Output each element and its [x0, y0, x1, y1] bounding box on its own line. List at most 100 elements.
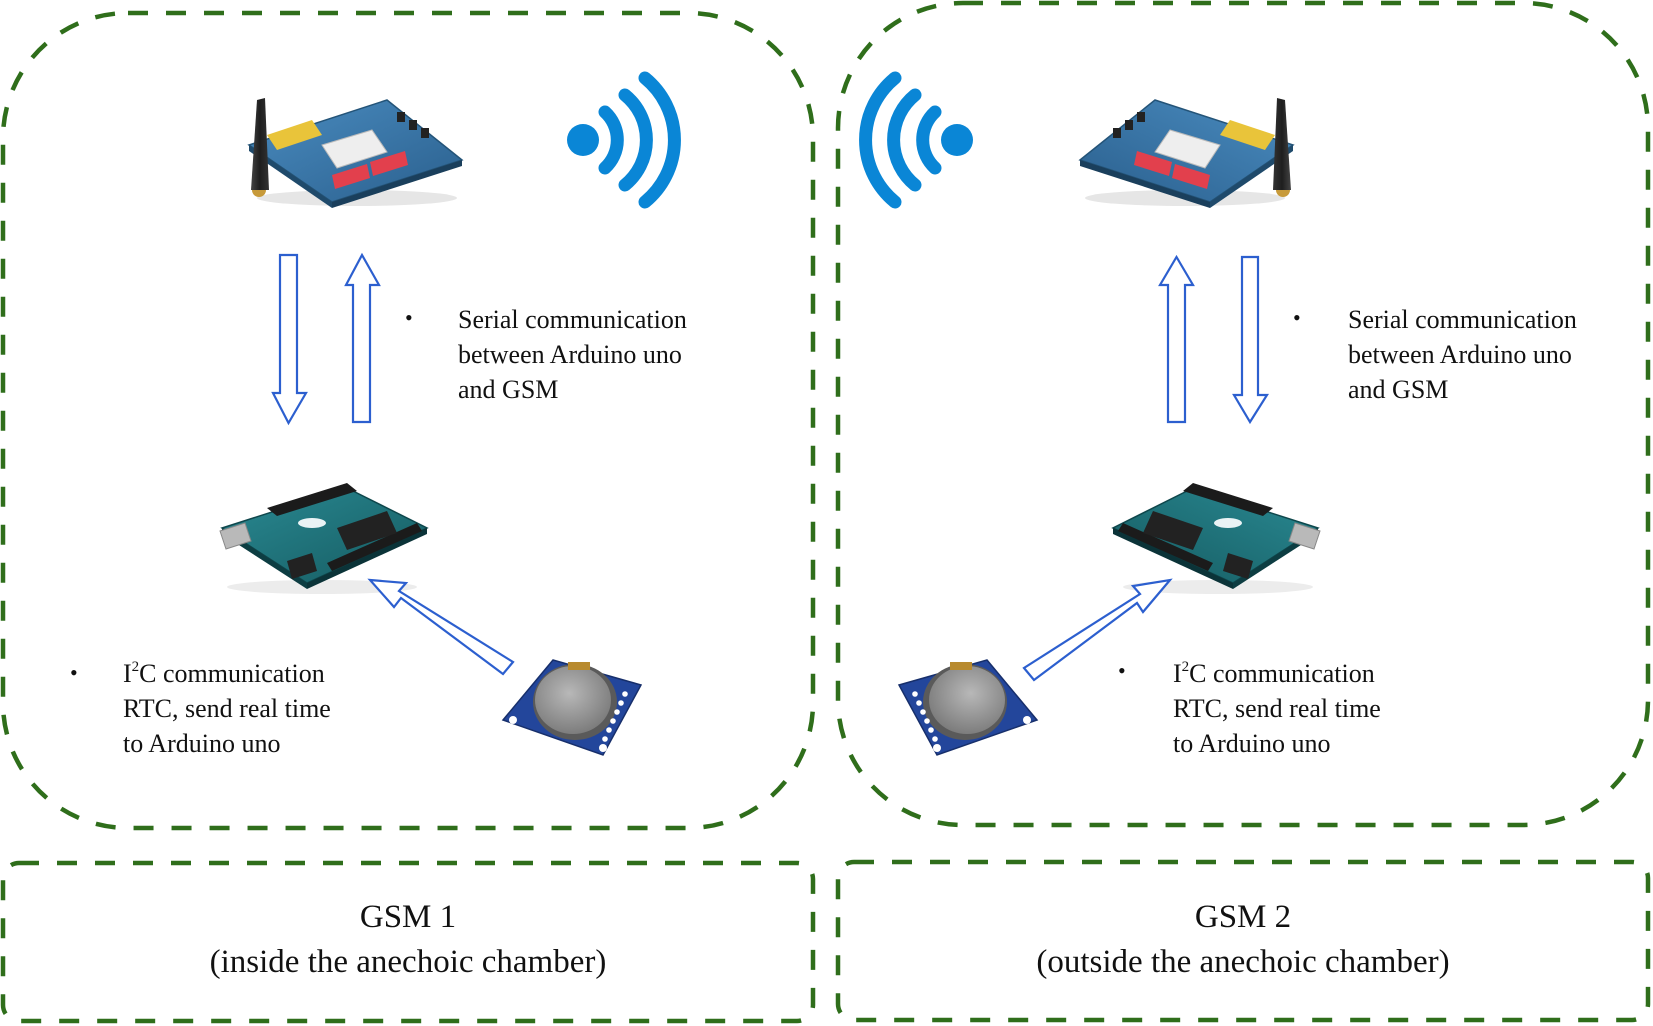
gsm-antenna — [251, 98, 269, 190]
uno-header-power — [1118, 523, 1213, 571]
left-caption: GSM 1 (inside the anechoic chamber) — [3, 895, 813, 985]
gsm-jack — [409, 120, 417, 130]
right-arrow-rtc-to-arduino — [1022, 578, 1173, 682]
uno-pcb-edge — [1113, 528, 1233, 589]
rtc-battery — [535, 666, 611, 734]
left-serial-note: Serial communication between Arduino uno… — [458, 302, 687, 407]
gsm-jack — [397, 112, 405, 122]
right-serial-line-2: between Arduino uno — [1348, 340, 1572, 369]
rtc-pin-hole — [622, 691, 628, 697]
i2c-superscript: 2 — [1181, 659, 1190, 675]
i2c-rest: C communication — [1189, 659, 1375, 688]
left-i2c-note: I2C communication RTC, send real time to… — [123, 656, 331, 761]
left-wireless-signal-icon — [567, 71, 681, 209]
uno-logo — [1214, 518, 1242, 528]
gsm-chip — [1154, 129, 1221, 169]
left-arrow-rtc-to-arduino — [367, 578, 515, 676]
right-caption: GSM 2 (outside the anechoic chamber) — [838, 895, 1648, 985]
gsm-header — [1172, 164, 1210, 189]
uno-usb-port — [1288, 522, 1321, 550]
gsm-jack — [1125, 120, 1133, 130]
right-i2c-bullet: • — [1118, 658, 1126, 683]
right-caption-subtitle: (outside the anechoic chamber) — [1036, 944, 1450, 980]
rtc-contact — [568, 662, 590, 670]
left-i2c-line-1: I2C communication — [123, 656, 331, 691]
right-gsm-module — [1078, 98, 1295, 208]
rtc-pin-hole — [928, 727, 934, 733]
right-serial-line-1: Serial communication — [1348, 305, 1577, 334]
right-arduino-uno — [1111, 483, 1321, 594]
left-arduino-uno — [219, 483, 429, 594]
gsm-jack — [1137, 112, 1145, 122]
gsm-sim-holder — [1220, 120, 1275, 150]
left-panel-frame — [0, 10, 816, 831]
uno-mcu-chip — [1143, 511, 1203, 550]
uno-logo — [298, 518, 326, 528]
right-serial-line-3: and GSM — [1348, 375, 1449, 404]
left-serial-line-1: Serial communication — [458, 305, 687, 334]
rtc-pin-hole — [614, 709, 620, 715]
gsm-header — [370, 151, 408, 176]
gsm-jack — [421, 128, 429, 138]
right-rtc-module — [897, 659, 1039, 756]
left-gsm-module — [247, 98, 464, 208]
uno-mcu-chip — [337, 511, 397, 550]
uno-power-jack — [287, 553, 317, 579]
rtc-battery — [929, 666, 1005, 734]
i2c-rest: C communication — [139, 659, 325, 688]
gsm-pcb-edge — [332, 160, 462, 208]
left-serial-line-3: and GSM — [458, 375, 559, 404]
left-caption-frame — [0, 860, 816, 1024]
left-arrow-gsm-to-arduino — [271, 253, 308, 426]
left-i2c-line-3: to Arduino uno — [123, 729, 281, 758]
rtc-pin-hole — [932, 736, 938, 742]
rtc-mount-hole — [509, 716, 517, 724]
right-i2c-line-3: to Arduino uno — [1173, 729, 1331, 758]
uno-pcb-edge — [307, 528, 427, 589]
right-arrow-arduino-to-gsm — [1158, 254, 1195, 424]
left-serial-bullet: • — [405, 305, 413, 330]
uno-usb-port — [219, 522, 252, 550]
left-i2c-line-2: RTC, send real time — [123, 694, 331, 723]
rtc-pin-hole — [602, 736, 608, 742]
uno-shadow — [227, 580, 417, 594]
right-serial-note: Serial communication between Arduino uno… — [1348, 302, 1577, 407]
gsm-antenna — [1273, 98, 1291, 190]
gsm-pcb-edge — [1080, 160, 1210, 208]
left-rtc-module — [501, 659, 643, 756]
gsm-chip — [321, 129, 388, 169]
gsm-header — [1134, 151, 1172, 176]
uno-shadow — [1123, 580, 1313, 594]
i2c-prefix: I — [123, 659, 132, 688]
left-serial-line-2: between Arduino uno — [458, 340, 682, 369]
rtc-mount-hole — [933, 744, 941, 752]
left-arrow-arduino-to-gsm — [344, 252, 381, 424]
rtc-mount-hole — [1023, 716, 1031, 724]
left-caption-subtitle: (inside the anechoic chamber) — [209, 944, 607, 980]
gsm-sim-holder — [267, 120, 322, 150]
gsm-header — [332, 164, 370, 189]
rtc-pin-hole — [610, 718, 616, 724]
gsm-pcb-edge — [249, 145, 332, 208]
rtc-contact — [950, 662, 972, 670]
uno-header-digital — [267, 483, 357, 516]
right-panel-frame — [835, 0, 1651, 828]
uno-header-digital — [1183, 483, 1273, 516]
rtc-mount-hole — [599, 744, 607, 752]
right-i2c-note: I2C communication RTC, send real time to… — [1173, 656, 1381, 761]
i2c-prefix: I — [1173, 659, 1182, 688]
right-caption-title: GSM 2 — [1194, 899, 1292, 935]
right-arrow-gsm-to-arduino — [1232, 255, 1269, 425]
right-caption-frame — [835, 859, 1651, 1023]
rtc-pin-hole — [912, 691, 918, 697]
right-i2c-line-2: RTC, send real time — [1173, 694, 1381, 723]
left-caption-title: GSM 1 — [359, 899, 457, 935]
gsm-pcb-edge — [1210, 145, 1293, 208]
gsm-jack — [1113, 128, 1121, 138]
rtc-pin-hole — [924, 718, 930, 724]
right-i2c-line-1: I2C communication — [1173, 656, 1381, 691]
rtc-pin-hole — [618, 700, 624, 706]
uno-power-jack — [1223, 553, 1253, 579]
